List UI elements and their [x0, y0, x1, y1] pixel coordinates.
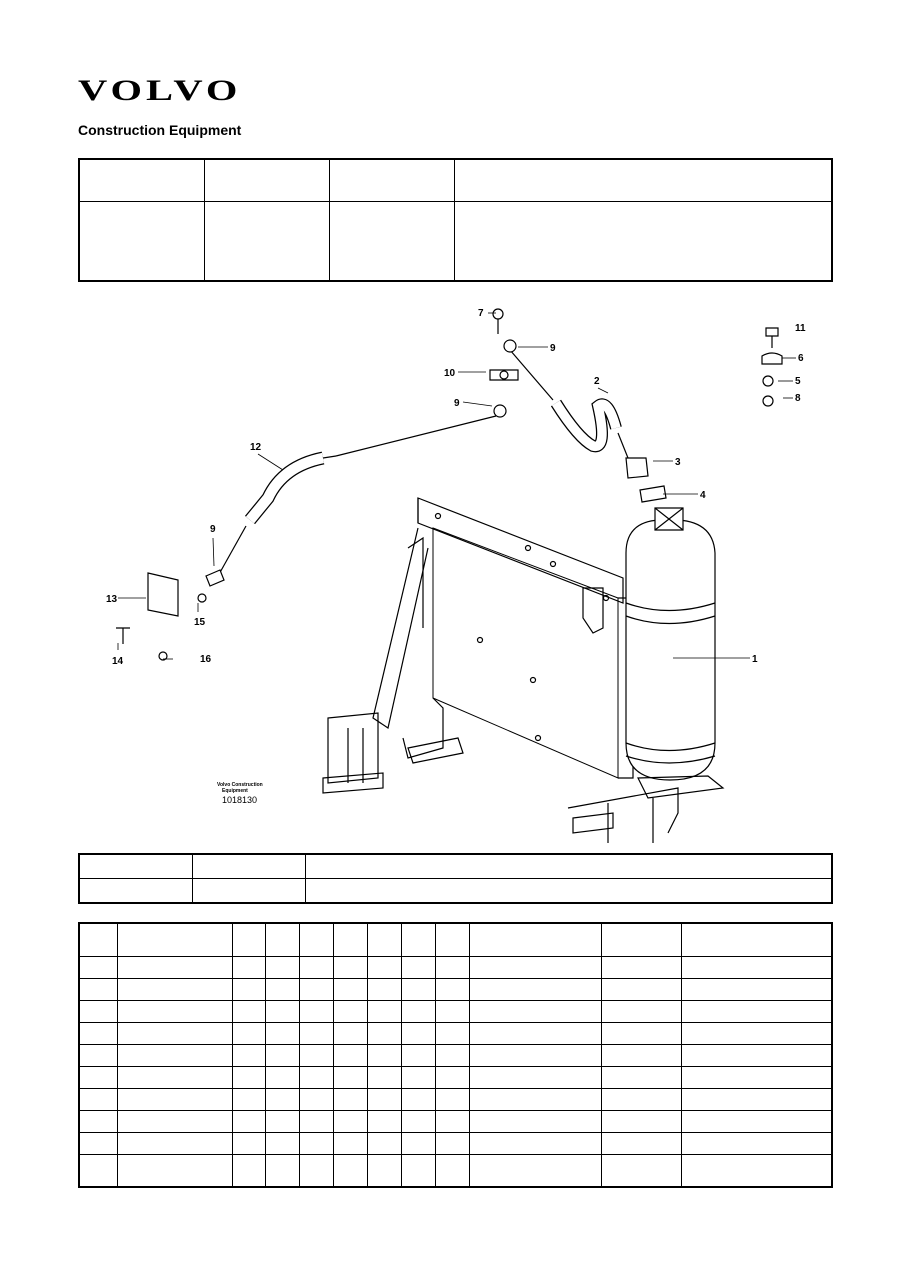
- callout-9: 9: [550, 343, 556, 354]
- callout-6: 6: [798, 353, 804, 364]
- callout-14: 14: [112, 656, 124, 667]
- table-row: [78, 1087, 833, 1111]
- callout-10: 10: [444, 368, 456, 379]
- header-table: [78, 158, 833, 282]
- accumulator-1: [625, 507, 725, 799]
- hose-2: [509, 349, 629, 459]
- callout-15: 15: [194, 617, 206, 628]
- callout-12: 12: [250, 442, 262, 453]
- figure-number: 1018130: [222, 795, 257, 805]
- table-row: [78, 999, 833, 1023]
- table-row: [78, 1131, 833, 1155]
- table-row: [78, 922, 833, 957]
- callout-11: 11: [795, 323, 806, 334]
- table-row: [78, 1153, 833, 1188]
- callout-3: 3: [675, 457, 681, 468]
- fittings: [116, 309, 783, 661]
- table-row: [78, 1065, 833, 1089]
- table-row: [78, 1109, 833, 1133]
- hose-12: [217, 415, 497, 577]
- parts-diagram: 1 2 3 4 5 6 7 8 9 9 9 10 11 12 13 14 15 …: [78, 298, 806, 843]
- callout-9: 9: [210, 524, 216, 535]
- table-row: [78, 1043, 833, 1067]
- leader-lines: [117, 312, 796, 660]
- table-row: [78, 955, 833, 979]
- callout-13: 13: [106, 594, 118, 605]
- callout-9: 9: [454, 398, 460, 409]
- header-cell: [78, 158, 205, 202]
- brand-subtitle: Construction Equipment: [78, 122, 242, 138]
- callout-5: 5: [795, 376, 801, 387]
- mid-table: [78, 853, 833, 904]
- parts-table: [78, 922, 833, 1188]
- callout-labels: 1 2 3 4 5 6 7 8 9 9 9 10 11 12 13 14 15 …: [106, 308, 806, 805]
- figure-credit-2: Equipment: [222, 788, 248, 794]
- callout-2: 2: [594, 376, 600, 387]
- table-row: [78, 1021, 833, 1045]
- table-row: [78, 977, 833, 1001]
- mounting-frame: [322, 497, 679, 843]
- callout-4: 4: [700, 490, 706, 501]
- callout-16: 16: [200, 654, 212, 665]
- volvo-logo: VOLVO: [78, 74, 242, 107]
- callout-8: 8: [795, 393, 801, 404]
- callout-1: 1: [752, 654, 758, 665]
- figure-credit: Volvo Construction: [217, 782, 263, 788]
- callout-7: 7: [478, 308, 484, 319]
